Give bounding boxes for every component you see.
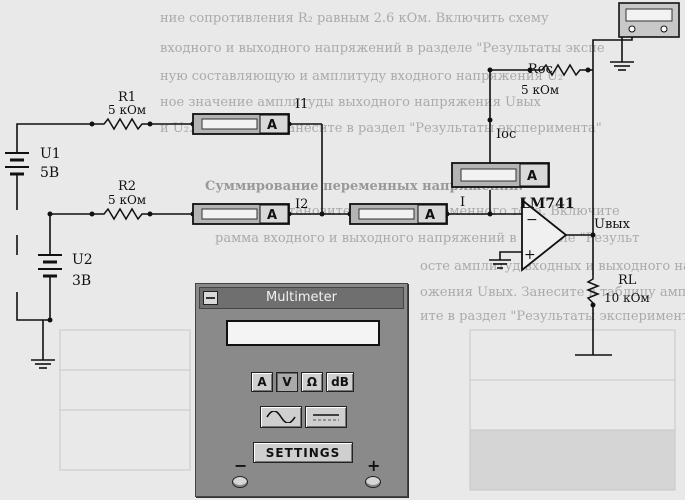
- dc-mode-button[interactable]: [305, 406, 347, 428]
- label-u1: U1: [40, 146, 61, 162]
- bg-heading: Суммирование переменных напряжений.: [205, 179, 523, 194]
- multimeter-titlebar[interactable]: Multimeter: [199, 287, 404, 309]
- label-r1: R1: [118, 90, 136, 105]
- bg-line-1: ние сопротивления R₂ равным 2.6 кОм. Вкл…: [160, 11, 549, 26]
- bg-para-5: ите в раздел "Результаты эксперимента".: [420, 309, 685, 324]
- plus-terminal-label: +: [367, 456, 381, 475]
- bg-line-2: входного и выходного напряжений в раздел…: [160, 41, 605, 56]
- unit-button-db[interactable]: dB: [326, 372, 354, 392]
- opamp-plus: +: [524, 247, 536, 263]
- mode-buttons: [260, 406, 347, 428]
- ammeter-ioc-letter: A: [527, 169, 537, 184]
- settings-button[interactable]: SETTINGS: [253, 442, 353, 463]
- resistor-r1-icon[interactable]: [92, 117, 150, 131]
- voltmeter-icon[interactable]: [618, 2, 680, 38]
- battery-u1-icon[interactable]: [5, 152, 29, 190]
- label-i: I: [460, 195, 465, 210]
- label-rl-value: 10 кОм: [604, 291, 650, 305]
- bg-line-4: ное значение амплитуды выходного напряже…: [160, 95, 542, 110]
- resistor-roc-icon[interactable]: [530, 63, 588, 77]
- label-r2: R2: [118, 179, 136, 194]
- label-r1-value: 5 кОм: [108, 103, 146, 117]
- ammeter-i2-letter: A: [267, 208, 277, 223]
- unit-button-ampere[interactable]: A: [251, 372, 273, 392]
- bg-para-3: осте амплитуд входных и выходного напряж…: [420, 259, 685, 274]
- ammeter-i1-letter: A: [267, 118, 277, 133]
- system-menu-icon[interactable]: [203, 291, 218, 305]
- multimeter-window[interactable]: Multimeter A V Ω dB SETTINGS − +: [195, 283, 408, 497]
- ammeter-i2[interactable]: A: [192, 203, 290, 225]
- ammeter-ioc[interactable]: A: [451, 162, 550, 188]
- unit-button-ohm[interactable]: Ω: [301, 372, 323, 392]
- label-r2-value: 5 кОм: [108, 193, 146, 207]
- bg-para-4: ожения Uвых. Занесите в таблицу амплитуд…: [420, 285, 685, 300]
- plus-terminal[interactable]: [365, 476, 381, 488]
- label-i2: I2: [295, 197, 308, 212]
- battery-u2-icon[interactable]: [38, 254, 62, 285]
- label-u1-value: 5В: [40, 165, 59, 181]
- label-u2: U2: [72, 252, 93, 268]
- label-ioc: Ioc: [496, 127, 516, 142]
- bg-line-3: ную составляющую и амплитуду входного на…: [160, 69, 563, 84]
- dc-line-icon: [313, 414, 339, 421]
- label-uout: Uвых: [594, 217, 631, 232]
- label-i1: I1: [295, 97, 308, 112]
- unit-button-volt[interactable]: V: [276, 372, 298, 392]
- label-roc: Roc: [528, 62, 553, 77]
- minus-terminal[interactable]: [232, 476, 248, 488]
- minus-terminal-label: −: [234, 456, 248, 475]
- circuit-wires: [16, 20, 633, 360]
- multimeter-display: [226, 320, 380, 346]
- label-u2-value: 3В: [72, 273, 91, 289]
- label-roc-value: 5 кОм: [521, 83, 559, 97]
- label-opamp: LM741: [520, 196, 575, 212]
- resistor-r2-icon[interactable]: [92, 207, 150, 221]
- ac-mode-button[interactable]: [260, 406, 302, 428]
- ammeter-i1[interactable]: A: [192, 113, 290, 135]
- ac-wave-icon: [266, 411, 296, 423]
- resistor-rl-icon[interactable]: [585, 275, 601, 304]
- unit-buttons: A V Ω dB: [251, 372, 354, 392]
- ammeter-i-letter: A: [425, 208, 435, 223]
- multimeter-title: Multimeter: [266, 290, 337, 305]
- label-rl: RL: [618, 273, 637, 288]
- opamp-lm741[interactable]: − +: [521, 198, 568, 272]
- bg-table-grid: [59, 329, 676, 491]
- ground-icons: [31, 61, 634, 369]
- opamp-minus: −: [526, 212, 538, 228]
- ammeter-i[interactable]: A: [349, 203, 448, 225]
